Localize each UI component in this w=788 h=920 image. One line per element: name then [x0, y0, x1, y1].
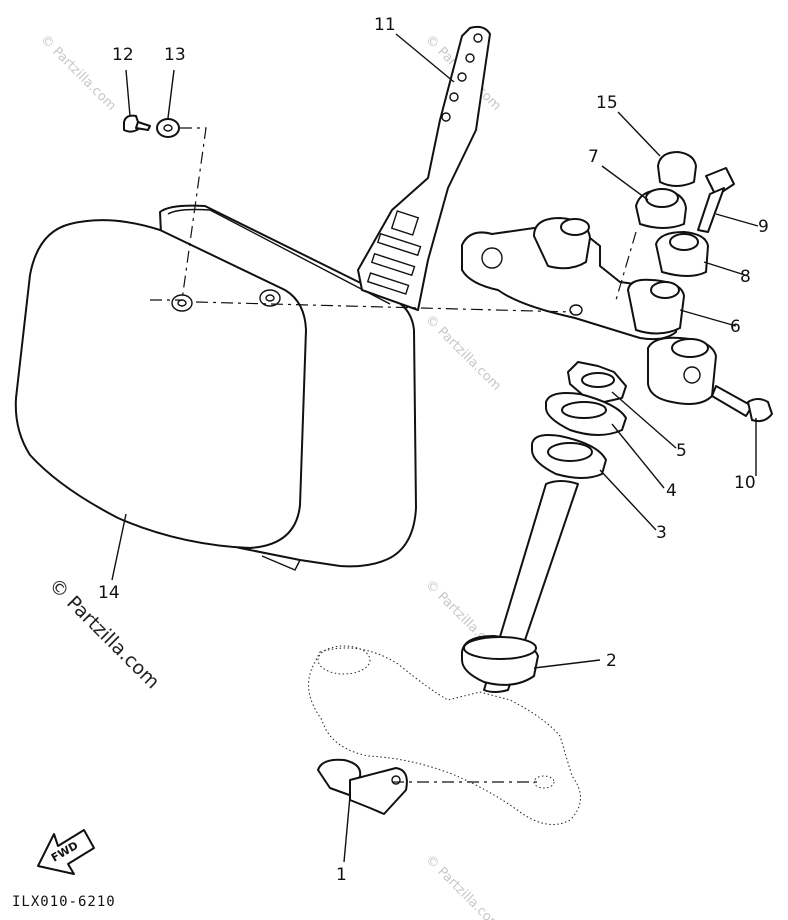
callout-12: 12: [112, 45, 134, 65]
callout-6: 6: [730, 317, 741, 337]
assembly-lines: [150, 127, 637, 783]
bearing-3-part: [531, 434, 607, 479]
ring-nut-5-part: [567, 361, 627, 403]
bearing-2-part: [461, 635, 539, 686]
callout-7: 7: [588, 147, 599, 167]
cap-15-part: [657, 151, 697, 187]
callout-13: 13: [164, 45, 186, 65]
callout-9: 9: [758, 217, 769, 237]
stay-1-part: [317, 758, 408, 815]
callout-3: 3: [656, 523, 667, 543]
watermark-text: © Partzilla.com: [37, 32, 119, 114]
bolt-9-part: [697, 167, 735, 233]
watermark-text: © Partzilla.com: [422, 312, 504, 394]
grommet-13-part: [156, 118, 180, 138]
callout-2: 2: [606, 651, 617, 671]
callout-4: 4: [666, 481, 677, 501]
plate-stay-part: [357, 25, 491, 311]
callout-10: 10: [734, 473, 756, 493]
leader-lines: [111, 33, 759, 863]
callout-14: 14: [98, 583, 120, 603]
drawing-reference: ILX010-6210: [12, 894, 116, 910]
grommet-hole-left: [171, 294, 193, 312]
grommet-hole-right: [259, 289, 281, 307]
holder-8-part: [655, 231, 709, 277]
screw-12-part: [123, 114, 151, 133]
fwd-arrow-icon: FWD: [37, 829, 95, 875]
callout-labels: 12 13 11 15 7 9 8 6 5 4 3 10 2 1 14: [98, 15, 769, 885]
callout-5: 5: [676, 441, 687, 461]
callout-15: 15: [596, 93, 618, 113]
bolt-10-part: [711, 385, 773, 423]
watermark-text: © Partzilla.com: [422, 852, 504, 920]
callout-1: 1: [336, 865, 347, 885]
callout-8: 8: [740, 267, 751, 287]
washer-7-part: [635, 188, 687, 229]
seal-4-part: [545, 392, 627, 436]
number-plate-part: [14, 204, 417, 571]
upper-bracket-part: [461, 217, 717, 405]
callout-11: 11: [374, 15, 396, 35]
